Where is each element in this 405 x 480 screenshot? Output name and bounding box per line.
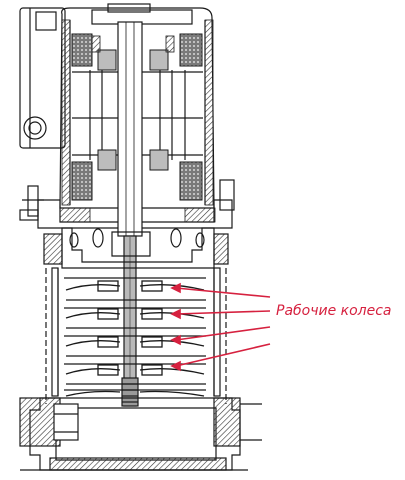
pointer-arrow-1: [170, 282, 181, 294]
pump-shaft: [117, 21, 143, 407]
annotation-pointers: [170, 282, 271, 372]
pointer-arrow-2: [170, 308, 181, 320]
motor-section: [19, 3, 235, 229]
pump-casing: [45, 267, 227, 404]
motor-hatching: [59, 19, 216, 223]
pointer-line-3: [175, 326, 271, 341]
pointer-line-4: [175, 343, 271, 367]
pointer-line-1: [175, 287, 271, 298]
impellers-label: Рабочие колеса: [276, 303, 392, 319]
pointer-arrow-4: [170, 360, 181, 372]
pointer-line-2: [175, 310, 271, 315]
pointer-arrow-3: [170, 334, 181, 346]
pump-base: [19, 397, 262, 471]
stator-windings: [71, 33, 203, 201]
pump-head: [43, 227, 229, 269]
